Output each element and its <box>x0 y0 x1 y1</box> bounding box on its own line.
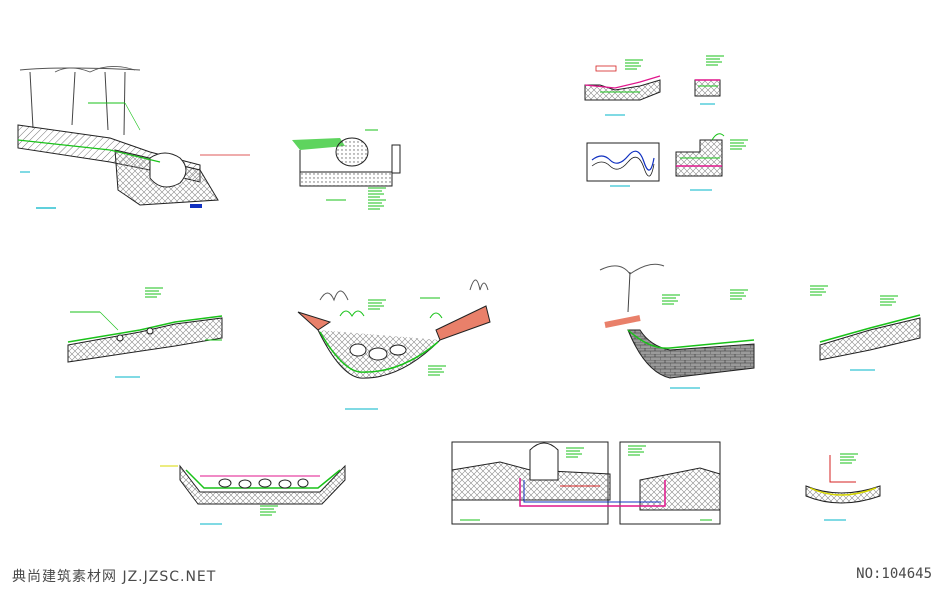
section-stream-bank-with-trees <box>17 66 250 209</box>
tree-icon <box>599 263 665 313</box>
section-stone-edge <box>292 129 401 210</box>
section-stone-step-detail <box>675 133 749 191</box>
watermark-number-text: NO:104645 <box>856 566 932 582</box>
section-right-slope <box>809 285 921 371</box>
tree-icon <box>19 66 141 136</box>
section-small-pool <box>805 453 881 521</box>
watermark-site-text: 典尚建筑素材网 JZ.JZSC.NET <box>12 569 217 585</box>
section-pebble-channel <box>160 464 346 525</box>
section-bank-with-tree <box>599 263 755 389</box>
plan-stream-path <box>586 142 660 187</box>
section-framed-waterfall <box>451 441 721 525</box>
section-planted-slope <box>67 287 223 378</box>
section-stream-valley <box>297 279 491 410</box>
shrub-icon <box>319 279 489 319</box>
section-small-edge-detail <box>694 55 725 105</box>
watermark-bar <box>0 560 950 590</box>
section-small-slope <box>584 59 661 116</box>
